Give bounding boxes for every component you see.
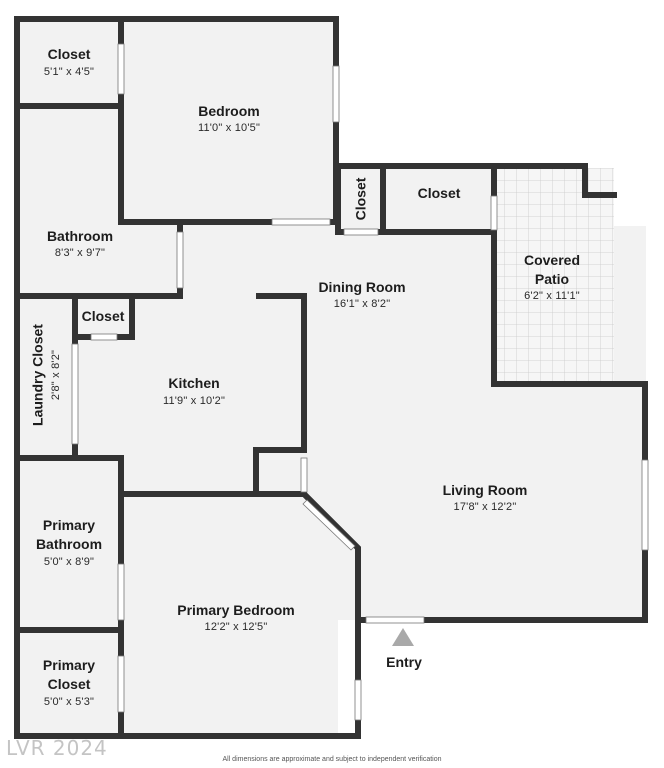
watermark-text: LVR 2024 [6, 736, 108, 760]
room-patio-name-line2: Patio [534, 271, 570, 287]
room-bathroom-dims: 8'3" x 9'7" [54, 247, 106, 259]
room-kitchen-closet-name: Closet [81, 308, 125, 324]
room-primary-closet-name-line2: Closet [47, 676, 91, 692]
room-living-dims: 17'8" x 12'2" [453, 501, 517, 513]
floor-fills [14, 16, 646, 736]
window-bathroom-doorway [176, 231, 184, 289]
room-primary-bath-name-line1: Primary [42, 517, 96, 533]
room-patio-name-line1: Covered [523, 252, 581, 268]
wall-patio [355, 230, 648, 623]
room-dining-name: Dining Room [318, 279, 406, 295]
windows [71, 43, 649, 721]
window-primary-closet-door [117, 655, 125, 713]
room-closet-vertical-name: Closet [352, 177, 369, 221]
room-patio-dims: 6'2" x 11'1" [524, 290, 580, 302]
room-closet-top-left-dims: 5'1" x 4'5" [43, 66, 95, 78]
window-laundry-door [71, 343, 79, 445]
room-laundry-label: Laundry Closet [29, 324, 48, 426]
room-dining-dims: 16'1" x 8'2" [333, 298, 391, 310]
window-living-right [641, 459, 649, 551]
entry-arrow-icon [392, 628, 414, 646]
wall-primary-bedroom-angle [299, 489, 361, 623]
entry-label: Entry [386, 654, 422, 670]
window-primary-bath-door [117, 563, 125, 621]
window-small-closet-door [343, 228, 379, 236]
wall-kitchen-top [253, 293, 307, 497]
room-primary-closet-dims: 5'0" x 5'3" [43, 696, 95, 708]
disclaimer-footnote: All dimensions are approximate and subje… [222, 756, 442, 763]
window-patio-door [490, 195, 498, 231]
room-primary-bedroom-dims: 12'2" x 12'5" [204, 621, 268, 633]
wall-patio-top [491, 163, 617, 198]
room-living-name: Living Room [442, 482, 528, 498]
angled-doorway [302, 499, 356, 551]
room-laundry-name: Laundry Closet [29, 324, 46, 426]
window-closet-opening [117, 43, 125, 95]
room-primary-bath-dims: 5'0" x 8'9" [43, 556, 95, 568]
room-primary-bath-name-line2: Bathroom [35, 536, 103, 552]
window-pantry-opening [300, 457, 308, 493]
room-primary-closet-name-line1: Primary [42, 657, 96, 673]
covered-patio-floor [494, 168, 614, 382]
room-closet-top-right-name: Closet [417, 185, 461, 201]
wall-bathroom-right [118, 219, 183, 229]
room-kitchen-name: Kitchen [168, 375, 220, 391]
window-bedroom-doorway [271, 218, 331, 226]
room-bedroom-name: Bedroom [198, 103, 260, 119]
room-bathroom-name: Bathroom [46, 228, 114, 244]
room-kitchen-dims: 11'9" x 10'2" [162, 395, 226, 407]
entry-door-opening [365, 616, 425, 624]
window-bedroom-right [332, 65, 340, 123]
room-laundry-dims: 2'8" x 8'2" [50, 349, 62, 401]
window-kitchen-closet-door [90, 333, 118, 341]
walls [14, 16, 648, 739]
room-primary-bedroom-name: Primary Bedroom [177, 602, 295, 618]
room-bedroom-dims: 11'0" x 10'5" [197, 122, 261, 134]
room-closet-top-left-name: Closet [47, 46, 91, 62]
window-primary-bedroom [354, 679, 362, 721]
